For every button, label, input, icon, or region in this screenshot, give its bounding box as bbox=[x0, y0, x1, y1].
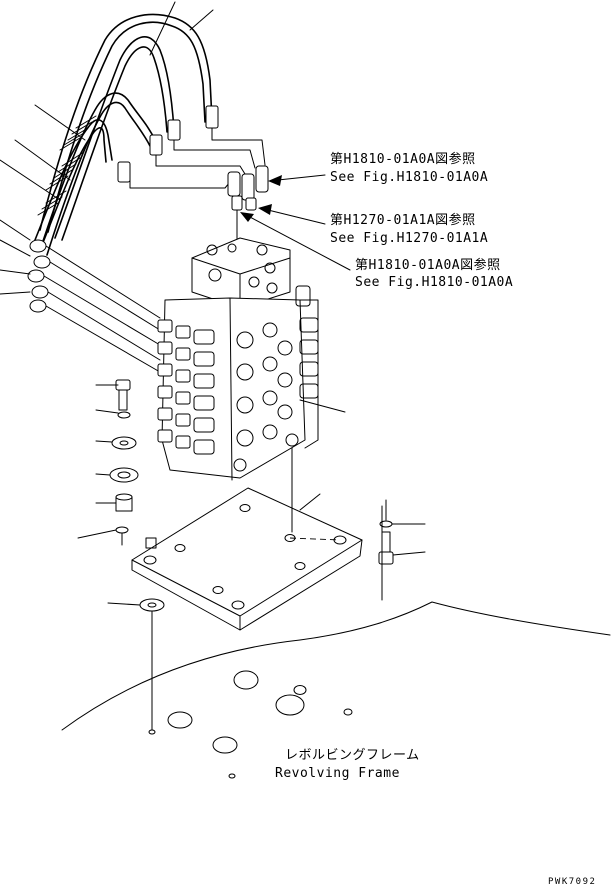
right-bolt bbox=[378, 520, 394, 565]
control-valve-body bbox=[157, 237, 319, 481]
left-fittings bbox=[27, 239, 161, 373]
mounting-plate bbox=[131, 487, 363, 631]
frame-label-en: Revolving Frame bbox=[275, 766, 400, 781]
callout-3-en: See Fig.H1810-01A0A bbox=[355, 275, 514, 290]
callout-2-en: See Fig.H1270-01A1A bbox=[330, 231, 489, 246]
drawing-code: PWK7092 bbox=[548, 877, 597, 887]
callout-2-jp: 第H1270-01A1A図参照 bbox=[330, 213, 476, 228]
callout-arrows bbox=[240, 174, 351, 271]
callout-1-jp: 第H1810-01A0A図参照 bbox=[330, 152, 476, 167]
hydraulic-hoses bbox=[34, 13, 269, 256]
revolving-frame bbox=[61, 505, 611, 779]
frame-label-jp: レボルビングフレーム bbox=[285, 748, 420, 763]
callout-3-jp: 第H1810-01A0A図参照 bbox=[355, 258, 501, 273]
callout-1-en: See Fig.H1810-01A0A bbox=[330, 170, 489, 185]
guide-lines bbox=[121, 447, 387, 731]
leader-lines bbox=[0, 1, 426, 606]
